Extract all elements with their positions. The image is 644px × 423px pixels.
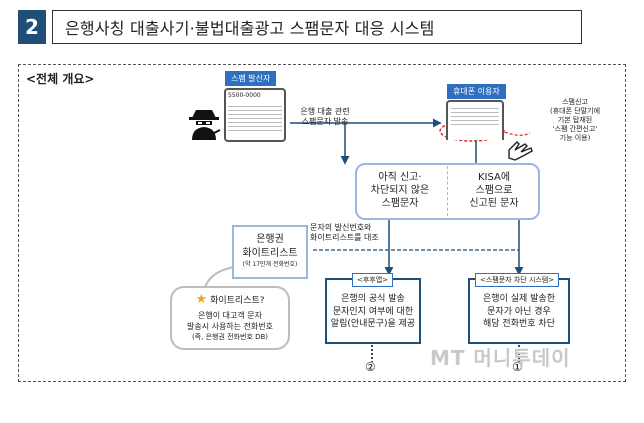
split-divider — [447, 166, 448, 216]
split-left-line3: 스팸문자 — [381, 198, 419, 209]
hacker-icon — [189, 110, 221, 140]
sender-phone: 5500-0000 — [224, 88, 286, 142]
receiver-report-line3: 기본 탑재된 — [557, 116, 593, 125]
result-left-marker: ② — [365, 360, 376, 374]
split-right-line1: KISA에 — [477, 172, 511, 183]
receiver-report-note: 스팸신고 (휴대폰 단말기에 기본 탑재된 '스팸 간편신고' 기능 이용) — [538, 98, 612, 143]
whitelist-line2: 화이트리스트 — [242, 248, 298, 259]
result-left-box: 은행의 공식 발송 문자인지 여부에 대한 알림(안내문구)을 제공 — [325, 278, 421, 344]
result-right-box: 은행이 실제 발송한 문자가 아닌 경우 해당 전화번호 차단 — [468, 278, 570, 344]
whitelist-note-title: ★ 화이트리스트? — [172, 292, 288, 307]
section-header: 2 은행사칭 대출사기·불법대출광고 스팸문자 대응 시스템 — [18, 10, 582, 44]
watermark: MT 머니투데이 — [430, 346, 571, 370]
sender-tag: 스팸 발신자 — [225, 71, 277, 86]
receiver-report-line1: 스팸신고 — [562, 98, 588, 106]
result-right-line2: 문자가 아닌 경우 — [487, 306, 551, 317]
whitelist-note-title-text: 화이트리스트? — [210, 296, 265, 306]
receiver-phone — [446, 100, 504, 140]
receiver-report-line2: (휴대폰 단말기에 — [549, 107, 601, 116]
result-left-line2: 문자인지 여부에 대한 — [332, 306, 414, 317]
whitelist-note-line1: 은행이 대고객 문자 — [198, 311, 262, 320]
sender-action-line1: 은행 대출 관련 — [300, 107, 350, 116]
whitelist-note-line3: (즉, 은행권 전화번호 DB) — [191, 333, 269, 341]
hand-pointer-icon — [508, 141, 533, 161]
result-right-line1: 은행이 실제 발송한 — [483, 294, 555, 304]
split-right-line2: 스팸으로 — [475, 185, 513, 196]
whitelist-compare: 문자의 발신번호와 화이트리스트를 대조 — [310, 223, 396, 244]
result-left-line3: 알림(안내문구)을 제공 — [330, 319, 416, 330]
result-left-line1: 은행의 공식 발송 — [341, 294, 405, 304]
overview-label: <전체 개요> — [26, 72, 95, 86]
sender-phone-lines — [228, 103, 282, 133]
sender-phone-number: 5500-0000 — [228, 92, 261, 99]
whitelist-line3: (약 17만개 전화번호) — [242, 261, 298, 268]
split-left-line1: 아직 신고· — [378, 172, 422, 183]
receiver-report-line5: 기능 이용) — [559, 134, 591, 143]
receiver-tag: 휴대폰 이용자 — [447, 84, 506, 99]
whitelist-line1: 은행권 — [256, 234, 284, 245]
whitelist-compare-line1: 문자의 발신번호와 — [310, 223, 372, 232]
whitelist-note-line2: 발송시 사용하는 전화번호 — [186, 322, 274, 331]
whitelist-compare-line2: 화이트리스트를 대조 — [310, 233, 379, 243]
section-number: 2 — [18, 10, 46, 44]
split-right: KISA에 스팸으로 신고된 문자 — [452, 171, 536, 210]
diagram-frame — [18, 64, 626, 382]
sender-action-line2: 스팸문자 발송 — [301, 117, 349, 127]
split-right-line3: 신고된 문자 — [469, 198, 519, 209]
result-right-line3: 해당 전화번호 차단 — [483, 319, 555, 330]
whitelist-note: ★ 화이트리스트? 은행이 대고객 문자 발송시 사용하는 전화번호 (즉, 은… — [170, 286, 290, 350]
split-left-line2: 차단되지 않은 — [370, 185, 430, 196]
result-left-tag: <후후앱> — [352, 273, 394, 287]
star-icon: ★ — [195, 292, 208, 307]
whitelist-box: 은행권 화이트리스트 (약 17만개 전화번호) — [232, 225, 308, 279]
receiver-report-line4: '스팸 간편신고' — [552, 125, 598, 134]
section-title: 은행사칭 대출사기·불법대출광고 스팸문자 대응 시스템 — [52, 10, 582, 44]
split-left: 아직 신고· 차단되지 않은 스팸문자 — [360, 171, 440, 210]
result-right-tag: <스팸문자 차단 시스템> — [475, 273, 560, 287]
report-link — [504, 131, 531, 136]
result-right-marker: ① — [512, 360, 523, 374]
sender-action: 은행 대출 관련 스팸문자 발송 — [290, 107, 360, 128]
receiver-phone-lines — [451, 105, 499, 125]
